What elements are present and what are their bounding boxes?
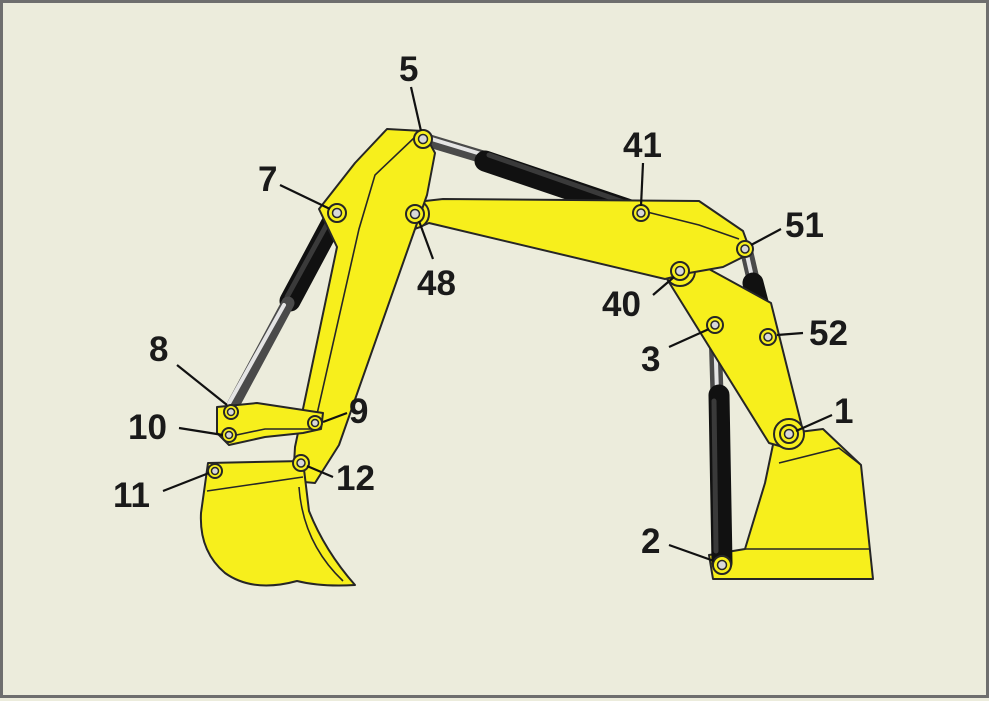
- pin-3: [706, 316, 724, 334]
- label-8: 8: [149, 330, 168, 369]
- callout-labels: 5 7 8 9 10 11 12 41 48 40 51 52 3 1 2: [113, 50, 853, 561]
- pin-40: [670, 261, 690, 281]
- label-9: 9: [349, 392, 368, 431]
- leader-lines: [162, 86, 833, 563]
- bucket-linkage: [216, 402, 324, 446]
- label-7: 7: [258, 160, 277, 199]
- swing-link: [664, 255, 805, 450]
- pin-52: [759, 328, 777, 346]
- label-41: 41: [623, 126, 662, 165]
- pin-5: [413, 129, 433, 149]
- label-40: 40: [602, 285, 641, 324]
- label-1: 1: [834, 392, 853, 431]
- label-12: 12: [336, 459, 375, 498]
- pin-10: [221, 427, 237, 443]
- base-frame: [708, 428, 874, 580]
- excavator-arm-diagram: 5 7 8 9 10 11 12 41 48 40 51 52 3 1 2: [113, 50, 874, 587]
- label-52: 52: [809, 314, 848, 353]
- pin-2: [712, 555, 732, 575]
- pin-1: [779, 424, 799, 444]
- pin-51: [736, 240, 754, 258]
- pin-12: [292, 454, 310, 472]
- pivot-pins: [207, 129, 799, 575]
- bucket: [199, 460, 356, 587]
- pin-7: [327, 203, 347, 223]
- label-11: 11: [113, 476, 150, 515]
- pin-48: [405, 204, 425, 224]
- label-3: 3: [641, 340, 660, 379]
- pin-8: [223, 404, 239, 420]
- label-51: 51: [785, 206, 824, 245]
- label-48: 48: [417, 264, 456, 303]
- label-2: 2: [641, 522, 660, 561]
- pin-41: [632, 204, 650, 222]
- label-5: 5: [399, 50, 418, 89]
- pin-9: [307, 415, 323, 431]
- label-10: 10: [128, 408, 167, 447]
- pin-11: [207, 463, 223, 479]
